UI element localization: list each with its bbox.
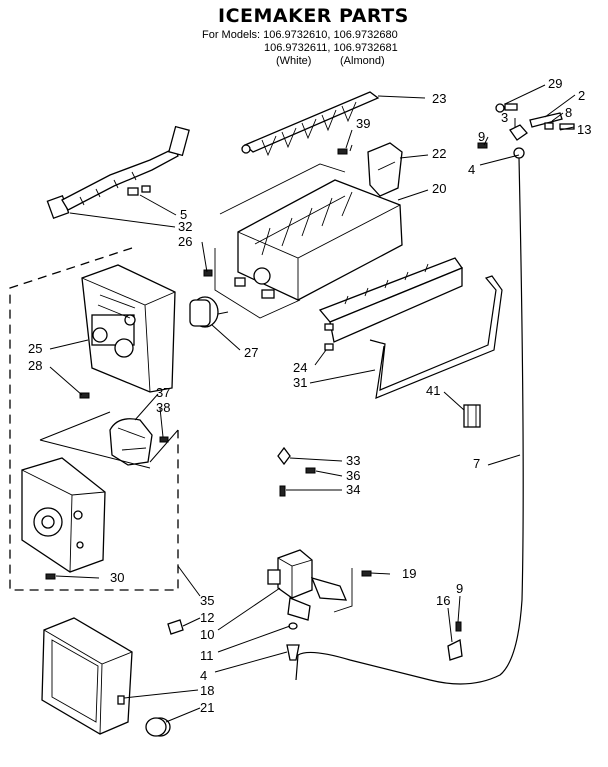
callout-numbers: 29 2 3 8 13 9 23 39 22 4 20 5 32 26 25 2… [28,76,591,715]
fill-tube-fittings [477,103,575,159]
callout-leaders [49,84,576,723]
callout-3: 3 [501,110,508,125]
models-white-label: (White) [276,55,311,67]
callout-31: 31 [293,375,307,390]
callout-19: 19 [402,566,416,581]
callout-5: 5 [180,207,187,222]
callout-30: 30 [110,570,124,585]
callout-23: 23 [432,91,446,106]
screw-38 [159,436,169,443]
callout-22: 22 [432,146,446,161]
ejector-part [241,91,380,157]
callout-11: 11 [200,648,214,663]
callout-9-top: 9 [478,129,485,144]
callout-26: 26 [178,234,192,249]
knob-21 [145,717,171,737]
callout-38: 38 [156,400,170,415]
callout-12: 12 [200,610,214,625]
stripper-part [318,257,463,351]
water-tube [295,157,524,685]
control-assembly-boundary [9,247,179,591]
callout-2: 2 [578,88,585,103]
control-housing [81,264,176,393]
screw-39 [337,144,353,155]
models-line-2: 106.9732611, 106.9732681 [264,42,398,54]
thermostat-module [189,296,229,328]
callout-4-bottom: 4 [200,668,207,683]
callout-13: 13 [577,122,591,137]
valve-fittings [286,622,300,661]
callout-4-top: 4 [468,162,475,177]
fill-cup [367,142,403,197]
screw-26 [203,269,213,277]
callout-16: 16 [436,593,450,608]
screw-30 [45,573,56,580]
callout-18: 18 [200,683,214,698]
callout-20: 20 [432,181,446,196]
callout-9-bottom: 9 [456,581,463,596]
ice-mold-tray [214,163,403,319]
shutoff-arm [369,275,503,399]
callout-33: 33 [346,453,360,468]
screw-19 [361,570,372,577]
diagram-title: ICEMAKER PARTS [218,5,409,27]
callout-29: 29 [548,76,562,91]
callout-25: 25 [28,341,42,356]
cover-part [41,617,133,735]
callout-41: 41 [426,383,440,398]
tube-clip [463,404,481,428]
hardware-33-36-34 [277,446,316,497]
models-line-1: For Models: 106.9732610, 106.9732680 [202,29,398,41]
callout-28: 28 [28,358,42,373]
assembly-guide-lines [39,411,179,469]
callout-36: 36 [346,468,360,483]
callout-35: 35 [200,593,214,608]
callout-32: 32 [178,219,192,234]
callout-21: 21 [200,700,214,715]
screw-28 [79,392,90,399]
callout-8: 8 [565,105,572,120]
callout-24: 24 [293,360,307,375]
callout-10: 10 [200,627,214,642]
support-gear-housing [21,457,106,573]
callout-7: 7 [473,456,480,471]
callout-39: 39 [356,116,370,131]
clamp-16 [447,621,463,661]
water-valve [267,549,353,621]
motor-part [109,418,153,466]
callout-27: 27 [244,345,258,360]
callout-37: 37 [156,385,170,400]
nut-12 [167,619,184,635]
wire-harness [46,125,190,220]
models-almond-label: (Almond) [340,55,385,67]
callout-34: 34 [346,482,360,497]
